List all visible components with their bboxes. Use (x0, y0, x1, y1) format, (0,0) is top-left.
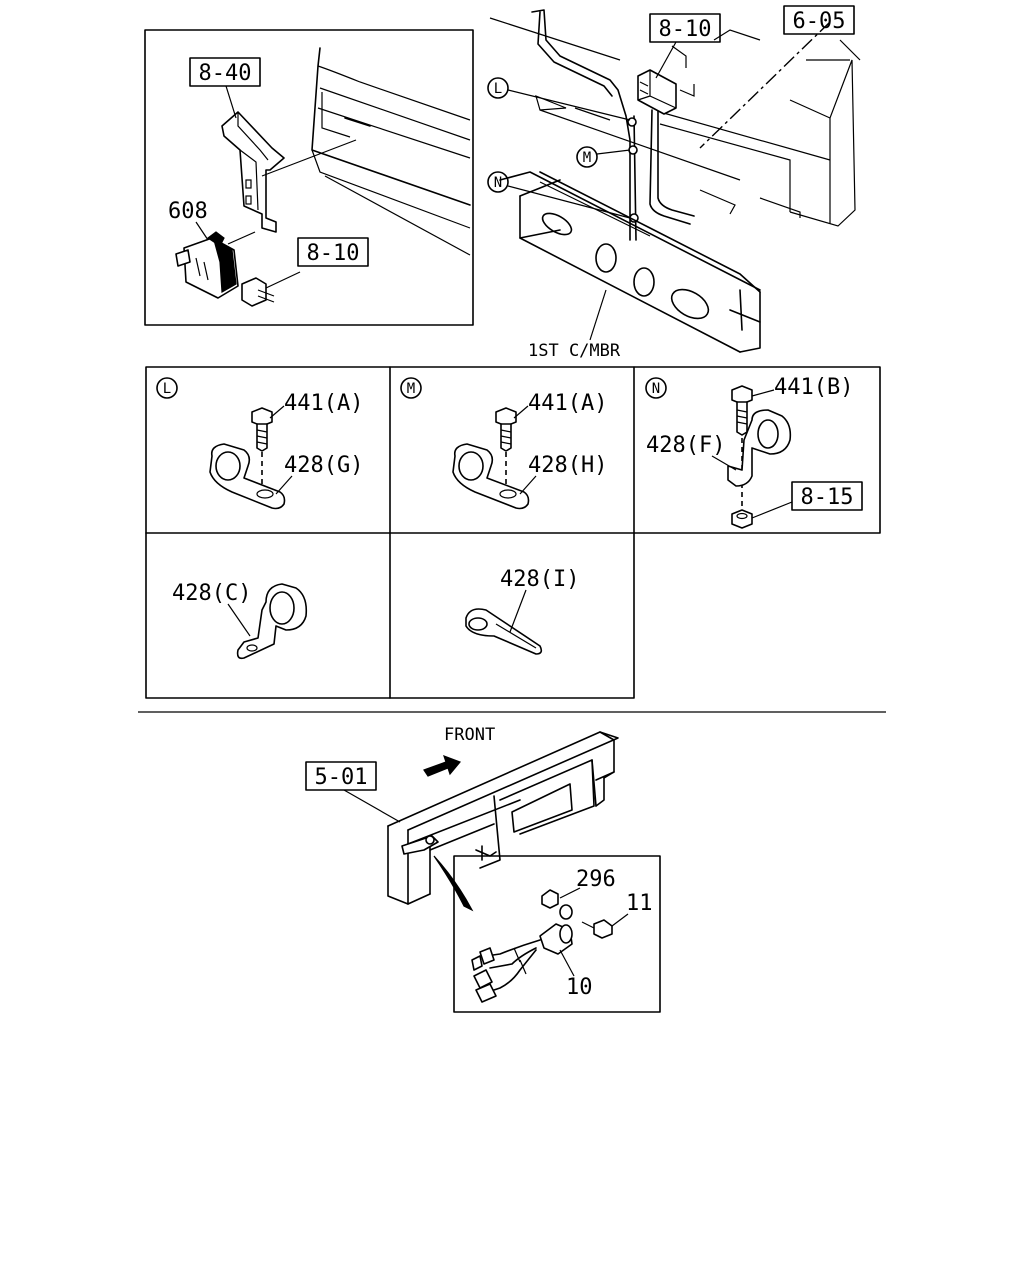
switch-608 (175, 231, 256, 299)
ref-8-40: 8-40 (199, 61, 252, 86)
connector-8-10 (241, 271, 301, 307)
bracket-8-40 (221, 111, 357, 233)
detail-cell-n: N 441(B) 428(F) 8-15 (645, 375, 863, 529)
label-box-5-01: 5-01 (305, 761, 401, 823)
sensor-detail-inset: 296 11 10 (453, 855, 661, 1013)
bolt-441b (731, 385, 753, 436)
sensor-on-rail (401, 835, 439, 855)
ref-8-10-right: 8-10 (659, 17, 712, 42)
front-arrow-icon (423, 754, 462, 777)
label-box-8-10-right: 8-10 (649, 13, 721, 79)
bottom-panel: FRONT 5-01 (305, 725, 661, 1013)
nut-8-15 (731, 509, 753, 529)
bolt-441a-l (251, 407, 273, 452)
cell-l-callout: L (163, 381, 171, 397)
label-box-8-40: 8-40 (189, 57, 261, 119)
top-left-frame (144, 29, 474, 326)
clip-428f (727, 409, 792, 487)
clip-428h (452, 443, 530, 510)
connector-block-8-10 (637, 69, 677, 115)
cell-m-bolt-label: 441(A) (528, 391, 607, 416)
cell-n-callout: N (652, 381, 660, 397)
cell-c-clip-label: 428(C) (172, 581, 251, 606)
detail-grid: L 441(A) 428(G) M (145, 366, 881, 699)
ref-8-15: 8-15 (801, 485, 854, 510)
top-left-panel: 8-40 608 8-10 (144, 29, 474, 326)
cell-i-clip-label: 428(I) (500, 567, 579, 592)
ref-6-05: 6-05 (793, 9, 846, 34)
label-box-8-15: 8-15 (751, 481, 863, 519)
callout-m-letter: M (583, 150, 591, 166)
cell-m-callout: M (407, 381, 415, 397)
ref-8-10-left: 8-10 (307, 241, 360, 266)
harness-line (531, 9, 695, 241)
cell-l-clip-label: 428(G) (284, 453, 363, 478)
cell-m-clip-label: 428(H) (528, 453, 607, 478)
label-box-8-10-left: 8-10 (297, 237, 369, 267)
first-crossmember (499, 171, 761, 353)
ref-5-01: 5-01 (315, 765, 368, 790)
detail-cell-l: L 441(A) 428(G) (156, 377, 363, 510)
cab-panel-illustration (311, 47, 471, 256)
cab-body-illustration (489, 17, 861, 227)
frame-rail (387, 731, 619, 905)
part-10: 10 (566, 975, 593, 1000)
part-608: 608 (168, 199, 208, 224)
clip-428g (209, 443, 286, 510)
strap-428i (465, 608, 543, 655)
crossmember-label: 1ST C/MBR (528, 341, 621, 361)
callout-n-top: N (487, 171, 631, 219)
callout-l-letter: L (494, 81, 502, 97)
clip-428c (236, 583, 308, 660)
detail-cell-c: 428(C) (172, 581, 308, 660)
callout-l-top: L (487, 77, 631, 121)
label-box-6-05: 6-05 (783, 5, 855, 35)
front-label: FRONT (444, 725, 495, 745)
top-right-panel: 8-10 6-05 L M N 1ST C/MBR (487, 5, 861, 361)
part-296: 296 (576, 867, 616, 892)
detail-cell-m: M 441(A) 428(H) (400, 377, 607, 510)
zoom-pointer (433, 855, 474, 912)
cell-n-clip-label: 428(F) (646, 433, 725, 458)
callout-n-letter: N (494, 175, 502, 191)
callout-m-top: M (576, 146, 631, 168)
bolt-441a-m (495, 407, 517, 452)
cell-n-bolt-label: 441(B) (774, 375, 853, 400)
part-11: 11 (626, 891, 653, 916)
detail-cell-i: 428(I) (465, 567, 579, 655)
cell-l-bolt-label: 441(A) (284, 391, 363, 416)
